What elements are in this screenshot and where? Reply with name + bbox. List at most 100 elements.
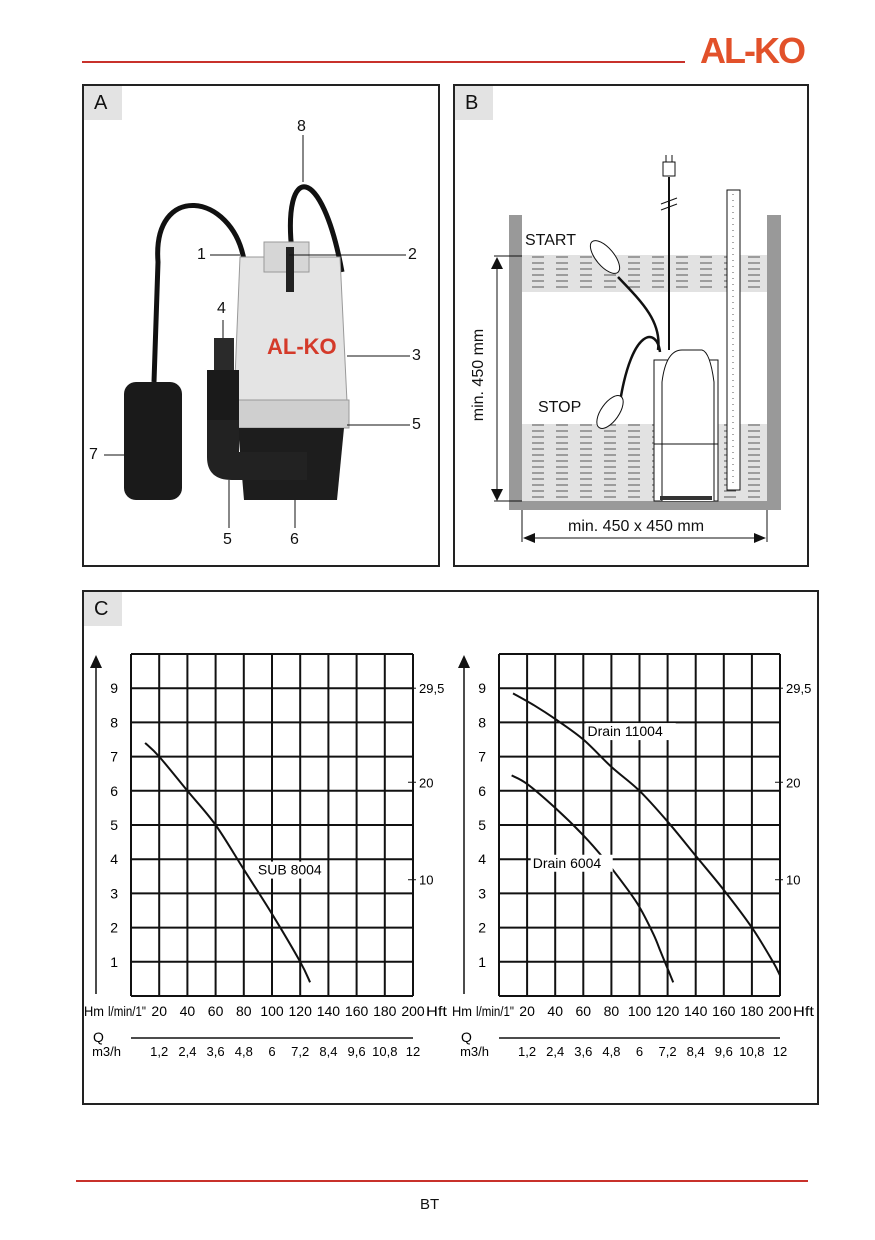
series-label: Drain 6004 bbox=[533, 855, 602, 871]
x2-tick-label: 3,6 bbox=[207, 1044, 225, 1059]
y-tick-label: 8 bbox=[478, 714, 486, 730]
y-tick-label: 6 bbox=[478, 783, 486, 799]
series-line-drain-6004 bbox=[511, 774, 675, 983]
series-line-sub-8004 bbox=[144, 742, 311, 983]
y-tick-label: 2 bbox=[478, 920, 486, 936]
series-line-drain-11004 bbox=[512, 692, 781, 976]
hft-tick-label: 29,5 bbox=[786, 681, 811, 696]
y-tick-label: 4 bbox=[110, 851, 118, 867]
y-tick-label: 1 bbox=[478, 954, 486, 970]
x2-tick-label: 8,4 bbox=[319, 1044, 337, 1059]
connector bbox=[207, 370, 239, 420]
hose-nozzle bbox=[214, 338, 234, 372]
x2-tick-label: 1,2 bbox=[150, 1044, 168, 1059]
x2-tick-label: 2,4 bbox=[546, 1044, 564, 1059]
x-tick-label: 20 bbox=[151, 1003, 167, 1019]
y-tick-label: 8 bbox=[110, 714, 118, 730]
series-label: Drain 11004 bbox=[588, 723, 663, 739]
x-tick-label: 180 bbox=[740, 1003, 764, 1019]
stop-water-level bbox=[522, 424, 767, 501]
x-tick-label: 40 bbox=[547, 1003, 563, 1019]
y-tick-label: 9 bbox=[478, 680, 486, 696]
x2-tick-label: 2,4 bbox=[178, 1044, 196, 1059]
y-tick-label: 3 bbox=[478, 885, 486, 901]
y-tick-label: 5 bbox=[110, 817, 118, 833]
callout-7: 7 bbox=[89, 446, 98, 463]
callout-2: 2 bbox=[408, 246, 417, 263]
y-tick-label: 9 bbox=[110, 680, 118, 696]
pump-illustration: AL-KO bbox=[104, 135, 410, 528]
pump-ring bbox=[233, 399, 350, 429]
callout-5: 5 bbox=[412, 416, 421, 433]
y-axis-label: Hm bbox=[452, 1003, 472, 1019]
x-axis-label: l/min/1" bbox=[476, 1003, 514, 1019]
y-tick-label: 6 bbox=[110, 783, 118, 799]
x2-tick-label: 8,4 bbox=[687, 1044, 705, 1059]
series-label: SUB 8004 bbox=[258, 862, 322, 878]
y-axis-arrow-icon bbox=[458, 655, 470, 668]
start-float bbox=[589, 240, 621, 274]
x2-tick-label: 12 bbox=[406, 1044, 420, 1059]
y-tick-label: 2 bbox=[110, 920, 118, 936]
shaft-wall-right bbox=[767, 215, 781, 510]
shaft-floor bbox=[509, 501, 781, 510]
x-tick-label: 180 bbox=[373, 1003, 397, 1019]
y-tick-label: 1 bbox=[110, 954, 118, 970]
x-tick-label: 20 bbox=[519, 1003, 535, 1019]
page-code: BT bbox=[420, 1196, 440, 1213]
q-label: Q bbox=[93, 1029, 104, 1045]
stop-float bbox=[596, 395, 624, 429]
header-rule bbox=[82, 61, 685, 63]
x-tick-label: 40 bbox=[180, 1003, 196, 1019]
alko-logo: AL-KO bbox=[700, 30, 806, 71]
x-tick-label: 200 bbox=[768, 1003, 792, 1019]
q-label: Q bbox=[461, 1029, 472, 1045]
callout-1: 1 bbox=[197, 246, 206, 263]
y-tick-label: 4 bbox=[478, 851, 486, 867]
x2-tick-label: 1,2 bbox=[518, 1044, 536, 1059]
x-axis-label: l/min/1" bbox=[108, 1003, 146, 1019]
x-tick-label: 100 bbox=[260, 1003, 284, 1019]
stop-label: STOP bbox=[538, 399, 582, 416]
figure-label: A bbox=[84, 86, 122, 120]
x2-tick-label: 7,2 bbox=[659, 1044, 677, 1059]
cable-entry bbox=[286, 247, 294, 292]
x-tick-label: 160 bbox=[345, 1003, 369, 1019]
discharge-pipe bbox=[726, 189, 741, 491]
callout-5-bottom: 5 bbox=[223, 531, 232, 548]
installation-diagram bbox=[491, 155, 781, 543]
hft-tick-label: 29,5 bbox=[419, 681, 444, 696]
x2-tick-label: 7,2 bbox=[291, 1044, 309, 1059]
float-switch bbox=[124, 382, 182, 500]
callout-3: 3 bbox=[412, 347, 421, 364]
x-tick-label: 140 bbox=[684, 1003, 708, 1019]
footer-rule bbox=[76, 1180, 808, 1182]
x-tick-label: 200 bbox=[401, 1003, 425, 1019]
product-logo: AL-KO bbox=[267, 334, 337, 359]
x2-tick-label: 9,6 bbox=[348, 1044, 366, 1059]
x2-tick-label: 6 bbox=[636, 1044, 643, 1059]
x2-axis-label: m3/h bbox=[460, 1044, 489, 1059]
x-tick-label: 80 bbox=[604, 1003, 620, 1019]
y-axis-arrow-icon bbox=[90, 655, 102, 668]
hft-tick-label: 10 bbox=[786, 873, 800, 888]
figure-label: B bbox=[455, 86, 493, 120]
x2-tick-label: 4,8 bbox=[602, 1044, 620, 1059]
x2-tick-label: 10,8 bbox=[372, 1044, 397, 1059]
figure-label: C bbox=[84, 592, 122, 626]
shaft-wall-left bbox=[509, 215, 522, 510]
callout-8: 8 bbox=[297, 118, 306, 135]
x-tick-label: 60 bbox=[208, 1003, 224, 1019]
x2-tick-label: 4,8 bbox=[235, 1044, 253, 1059]
x-tick-label: 120 bbox=[289, 1003, 313, 1019]
y-tick-label: 3 bbox=[110, 885, 118, 901]
x2-tick-label: 10,8 bbox=[739, 1044, 764, 1059]
elbow bbox=[207, 420, 307, 480]
x2-axis-label: m3/h bbox=[92, 1044, 121, 1059]
plug-icon bbox=[662, 161, 676, 177]
y-axis-label: Hm bbox=[84, 1003, 104, 1019]
start-label: START bbox=[525, 232, 576, 249]
hft-tick-label: 20 bbox=[419, 775, 433, 790]
series-label-background bbox=[585, 723, 676, 741]
